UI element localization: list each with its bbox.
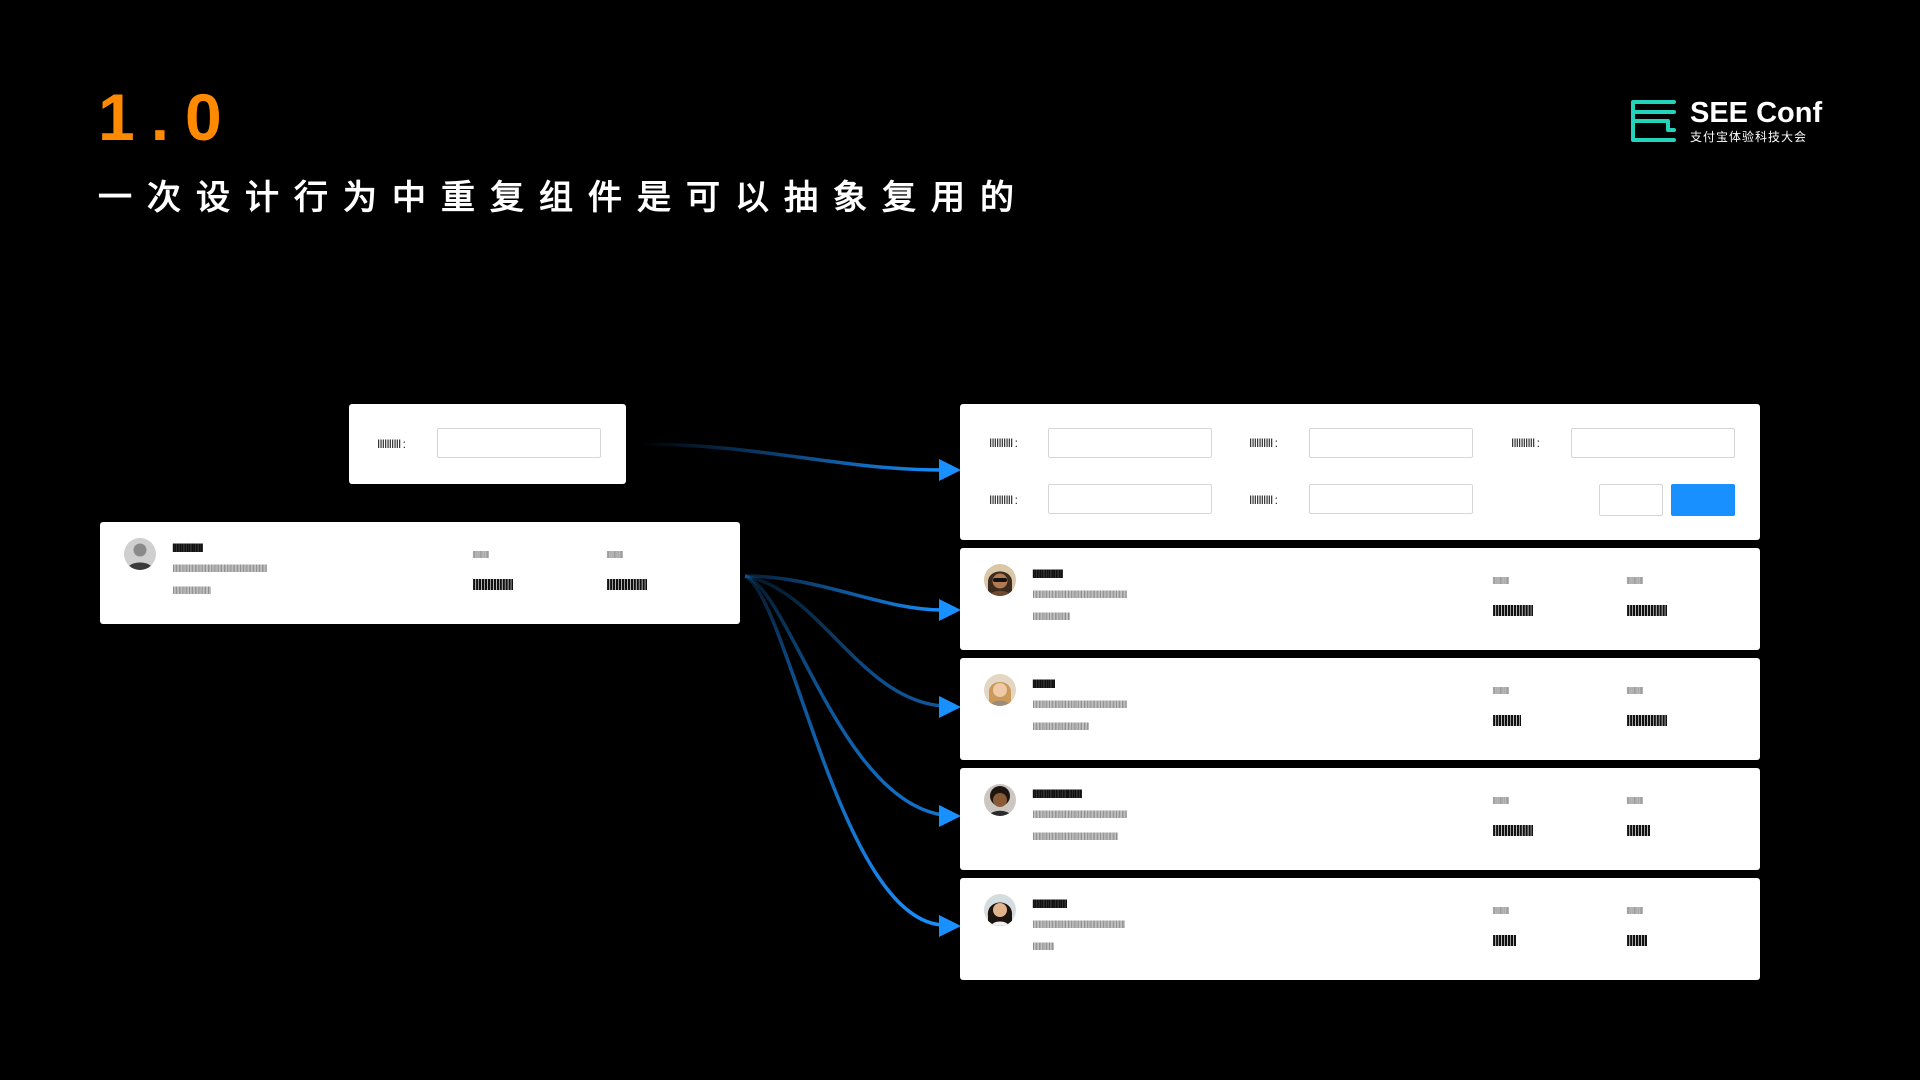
logo-subtitle: 支付宝体验科技大会 [1690, 130, 1808, 144]
metric-2-label: IIIIIIIIIIIIII [1626, 687, 1643, 697]
arrow-to-list-item-3 [744, 574, 944, 817]
arrow-right-icon [939, 599, 961, 621]
field-label: IIIIIIIIII : [989, 436, 1018, 450]
list-item-card: IIIIIIIIIIIIIIIIIIII IIIIIIIIIIIIIIIIIII… [960, 878, 1760, 980]
item-description-line-1: IIIIIIIIIIIIIIIIIIIIIIIIIIIIIIIIIIIIIIII… [1032, 810, 1127, 821]
metric-2-value: IIIIIIIIIIIIII [606, 578, 648, 594]
arrow-to-list-item-1 [744, 574, 944, 612]
metric-1-value: IIIIIIII [1492, 934, 1516, 950]
item-name: IIIIIIIIIIIIIIIIIIIIIIIIIIIII [1032, 788, 1083, 800]
field-label: IIIIIIIIII : [1249, 493, 1278, 507]
avatar-darkhair [984, 894, 1016, 926]
item-name: IIIIIIIIIIIII [1032, 678, 1055, 690]
field-label: IIIIIIIIII : [377, 437, 406, 451]
item-description-line-2: IIIIIIIIIIIIIIIIIIIIIIIIIIIIIIIIIIIIIIII… [1032, 832, 1118, 843]
field-label: IIIIIIIIII : [1511, 436, 1540, 450]
see-conf-logo-icon [1631, 100, 1676, 142]
metric-1-label: IIIIIIIIIIIIII [1492, 687, 1509, 697]
metric-1-label: IIIIIIIIIIIIII [1492, 797, 1509, 807]
field-input[interactable] [1048, 484, 1212, 514]
arrow-right-icon [939, 696, 961, 718]
reset-button[interactable] [1599, 484, 1663, 516]
metric-2-label: IIIIIIIIIIIIII [606, 551, 623, 561]
metric-1-label: IIIIIIIIIIIIII [1492, 907, 1509, 917]
see-conf-logo: SEE Conf 支付宝体验科技大会 [1630, 98, 1822, 144]
search-form-card: IIIIIIIIII : IIIIIIIIII : IIIIIIIIII : I… [960, 404, 1760, 540]
metric-1-value: IIIIIIIIII [1492, 714, 1522, 730]
field-label: IIIIIIIIII : [989, 493, 1018, 507]
field-input[interactable] [1048, 428, 1212, 458]
item-name: IIIIIIIIIIIIIIIIIIII [1032, 898, 1067, 910]
list-item-card: IIIIIIIIIIIII IIIIIIIIIIIIIIIIIIIIIIIIII… [960, 658, 1760, 760]
metric-2-value: IIIIIIIIIIIIII [1626, 714, 1668, 730]
slide-subtitle: 一次设计行为中重复组件是可以抽象复用的 [98, 179, 1029, 217]
field-input[interactable] [1571, 428, 1735, 458]
logo-text: SEE Conf 支付宝体验科技大会 [1690, 97, 1823, 144]
avatar-gray [124, 538, 156, 570]
metric-1-label: IIIIIIIIIIIIII [1492, 577, 1509, 587]
item-description-line-1: IIIIIIIIIIIIIIIIIIIIIIIIIIIIIIIIIIIIIIII… [1032, 920, 1126, 931]
search-button[interactable] [1671, 484, 1735, 516]
arrow-to-list-item-4 [744, 574, 944, 927]
version-number: 1.0 [98, 80, 238, 154]
metric-2-value: IIIIIIIIIIIIII [1626, 604, 1668, 620]
single-list-item-card: IIIIIIIIIIIIIIIIII IIIIIIIIIIIIIIIIIIIII… [100, 522, 740, 624]
arrow-right-icon [939, 459, 961, 481]
metric-2-value: IIIIIIII [1626, 824, 1650, 840]
metric-2-label: IIIIIIIIIIIIII [1626, 907, 1643, 917]
avatar-blonde [984, 674, 1016, 706]
item-description-line-1: IIIIIIIIIIIIIIIIIIIIIIIIIIIIIIIIIIIIIIII… [1032, 590, 1127, 601]
metric-1-label: IIIIIIIIIIIIII [472, 551, 489, 561]
single-field-card: IIIIIIIIII : [349, 404, 626, 484]
item-description-line-2: IIIIIIIIIIIIIII [1032, 942, 1054, 953]
metric-2-label: IIIIIIIIIIIIII [1626, 797, 1643, 807]
arrow-to-list-item-2 [744, 574, 944, 708]
arrow-to-search-form [639, 442, 944, 472]
list-item-card: IIIIIIIIIIIIIIIIIIIIIIIIIIIII IIIIIIIIII… [960, 768, 1760, 870]
arrow-right-icon [939, 805, 961, 827]
item-description-line-2: IIIIIIIIIIIIIIIIIIIIIIIIII [1032, 612, 1070, 623]
metric-2-value: IIIIIII [1626, 934, 1647, 950]
field-input[interactable] [1309, 484, 1473, 514]
item-description-line-1: IIIIIIIIIIIIIIIIIIIIIIIIIIIIIIIIIIIIIIII… [1032, 700, 1127, 711]
metric-2-label: IIIIIIIIIIIIII [1626, 577, 1643, 587]
avatar-sunglasses [984, 564, 1016, 596]
field-input[interactable] [437, 428, 601, 458]
item-name: IIIIIIIIIIIIIIIIII [172, 542, 204, 554]
metric-1-value: IIIIIIIIIIIIII [1492, 604, 1534, 620]
list-item-card: IIIIIIIIIIIIIIIIII IIIIIIIIIIIIIIIIIIIII… [960, 548, 1760, 650]
logo-name: SEE Conf [1690, 97, 1823, 129]
field-input[interactable] [1309, 428, 1473, 458]
metric-1-value: IIIIIIIIIIIIII [472, 578, 514, 594]
avatar-curly [984, 784, 1016, 816]
arrow-right-icon [939, 915, 961, 937]
item-description-line-2: IIIIIIIIIIIIIIIIIIIIIIIIIII [172, 586, 212, 597]
item-description-line-1: IIIIIIIIIIIIIIIIIIIIIIIIIIIIIIIIIIIIIIII… [172, 564, 267, 575]
metric-1-value: IIIIIIIIIIIIII [1492, 824, 1534, 840]
item-description-line-2: IIIIIIIIIIIIIIIIIIIIIIIIIIIIIIIIIIIIIII [1032, 722, 1089, 733]
item-name: IIIIIIIIIIIIIIIIII [1032, 568, 1064, 580]
field-label: IIIIIIIIII : [1249, 436, 1278, 450]
